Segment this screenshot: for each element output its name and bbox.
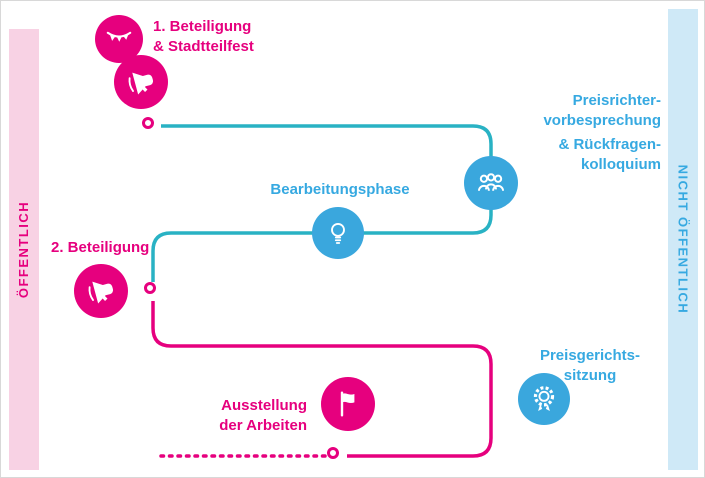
jury-briefing-label: Preisrichter- vorbesprechung & Rückfrage… [543,92,661,173]
jury-session-circle [518,373,570,425]
milestone1-node [142,117,154,129]
people-icon [477,173,505,191]
megaphone-icon [88,281,114,304]
phase1-path [151,124,493,282]
participation1-circle [114,55,168,109]
not-public-band: NICHT ÖFFENTLICH [668,9,698,470]
milestone2-node [144,282,156,294]
megaphone-icon [128,72,154,95]
milestone3-node [327,447,339,459]
public-band: ÖFFENTLICH [9,29,39,470]
medal-icon [533,386,555,411]
exhibition-label: Ausstellung der Arbeiten [219,397,307,434]
public-band-label: ÖFFENTLICH [16,200,32,299]
working-phase-circle [312,207,364,259]
not-public-band-label: NICHT ÖFFENTLICH [675,164,691,315]
participation1-label: 1. Beteiligung & Stadtteilfest [153,18,254,55]
jury-session-label: Preisgerichts- sitzung [539,347,641,384]
exhibition-circle [321,377,375,431]
lightbulb-icon [331,222,345,244]
participation2-circle [74,264,128,318]
flag-icon [340,391,355,417]
garland-icon [106,31,132,42]
working-phase-label: Bearbeitungsphase [270,181,410,198]
jury-briefing-circle [464,156,518,210]
participation2-label: 2. Beteiligung [51,239,150,256]
